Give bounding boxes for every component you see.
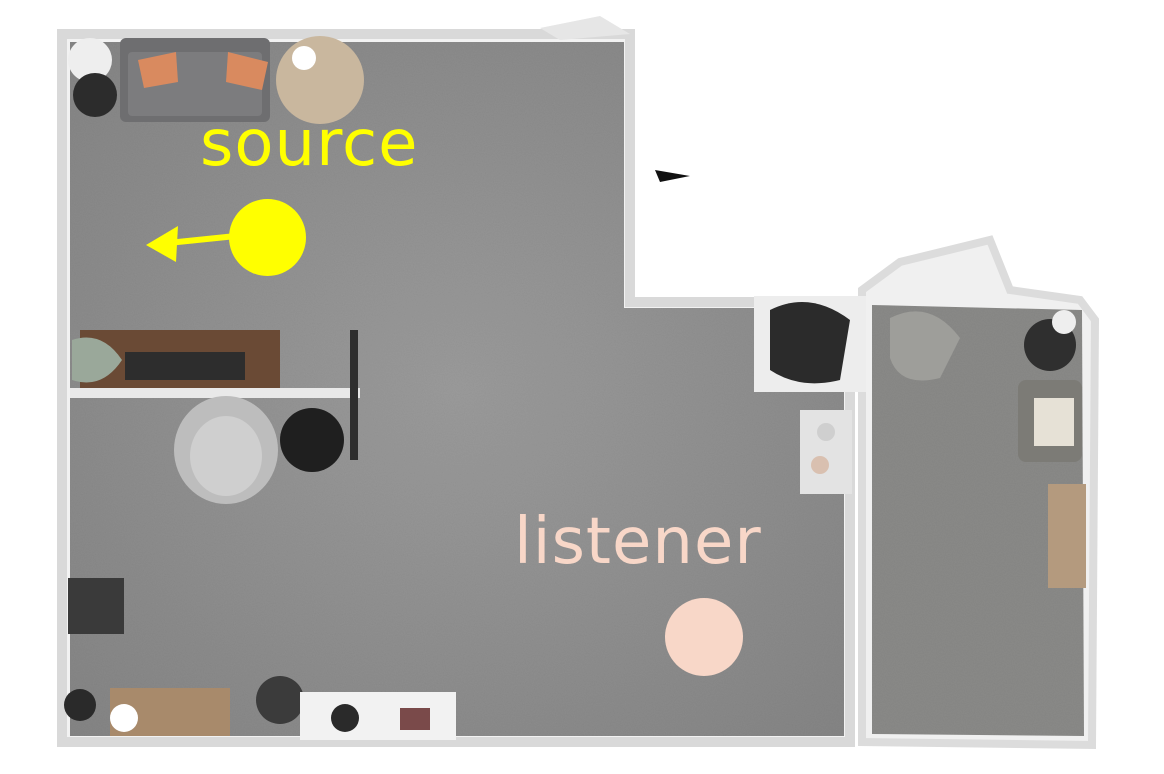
lamp-left xyxy=(68,38,112,82)
plant xyxy=(72,337,122,383)
console-side xyxy=(1048,484,1086,588)
source-direction-arrow xyxy=(146,226,239,262)
shelf-right xyxy=(800,410,852,494)
desk xyxy=(70,330,360,398)
side-table-mid xyxy=(280,408,344,472)
listener-label: listener xyxy=(514,505,762,579)
lounge-chairs xyxy=(754,296,866,392)
counter-bottom xyxy=(300,692,456,740)
cabinet-bottom-left xyxy=(68,578,124,634)
lamp-right xyxy=(292,46,316,70)
debris-mark xyxy=(655,170,690,182)
shelf-frame xyxy=(350,330,358,460)
wall-fragment xyxy=(540,16,630,40)
lamp-bottom xyxy=(110,704,138,732)
sofa xyxy=(120,38,270,122)
armchair-side-1 xyxy=(890,311,960,381)
plant-pot xyxy=(256,676,304,724)
source-marker xyxy=(229,199,306,276)
source-label: source xyxy=(200,107,419,181)
side-table-left xyxy=(73,73,117,117)
listener-marker xyxy=(665,598,743,676)
